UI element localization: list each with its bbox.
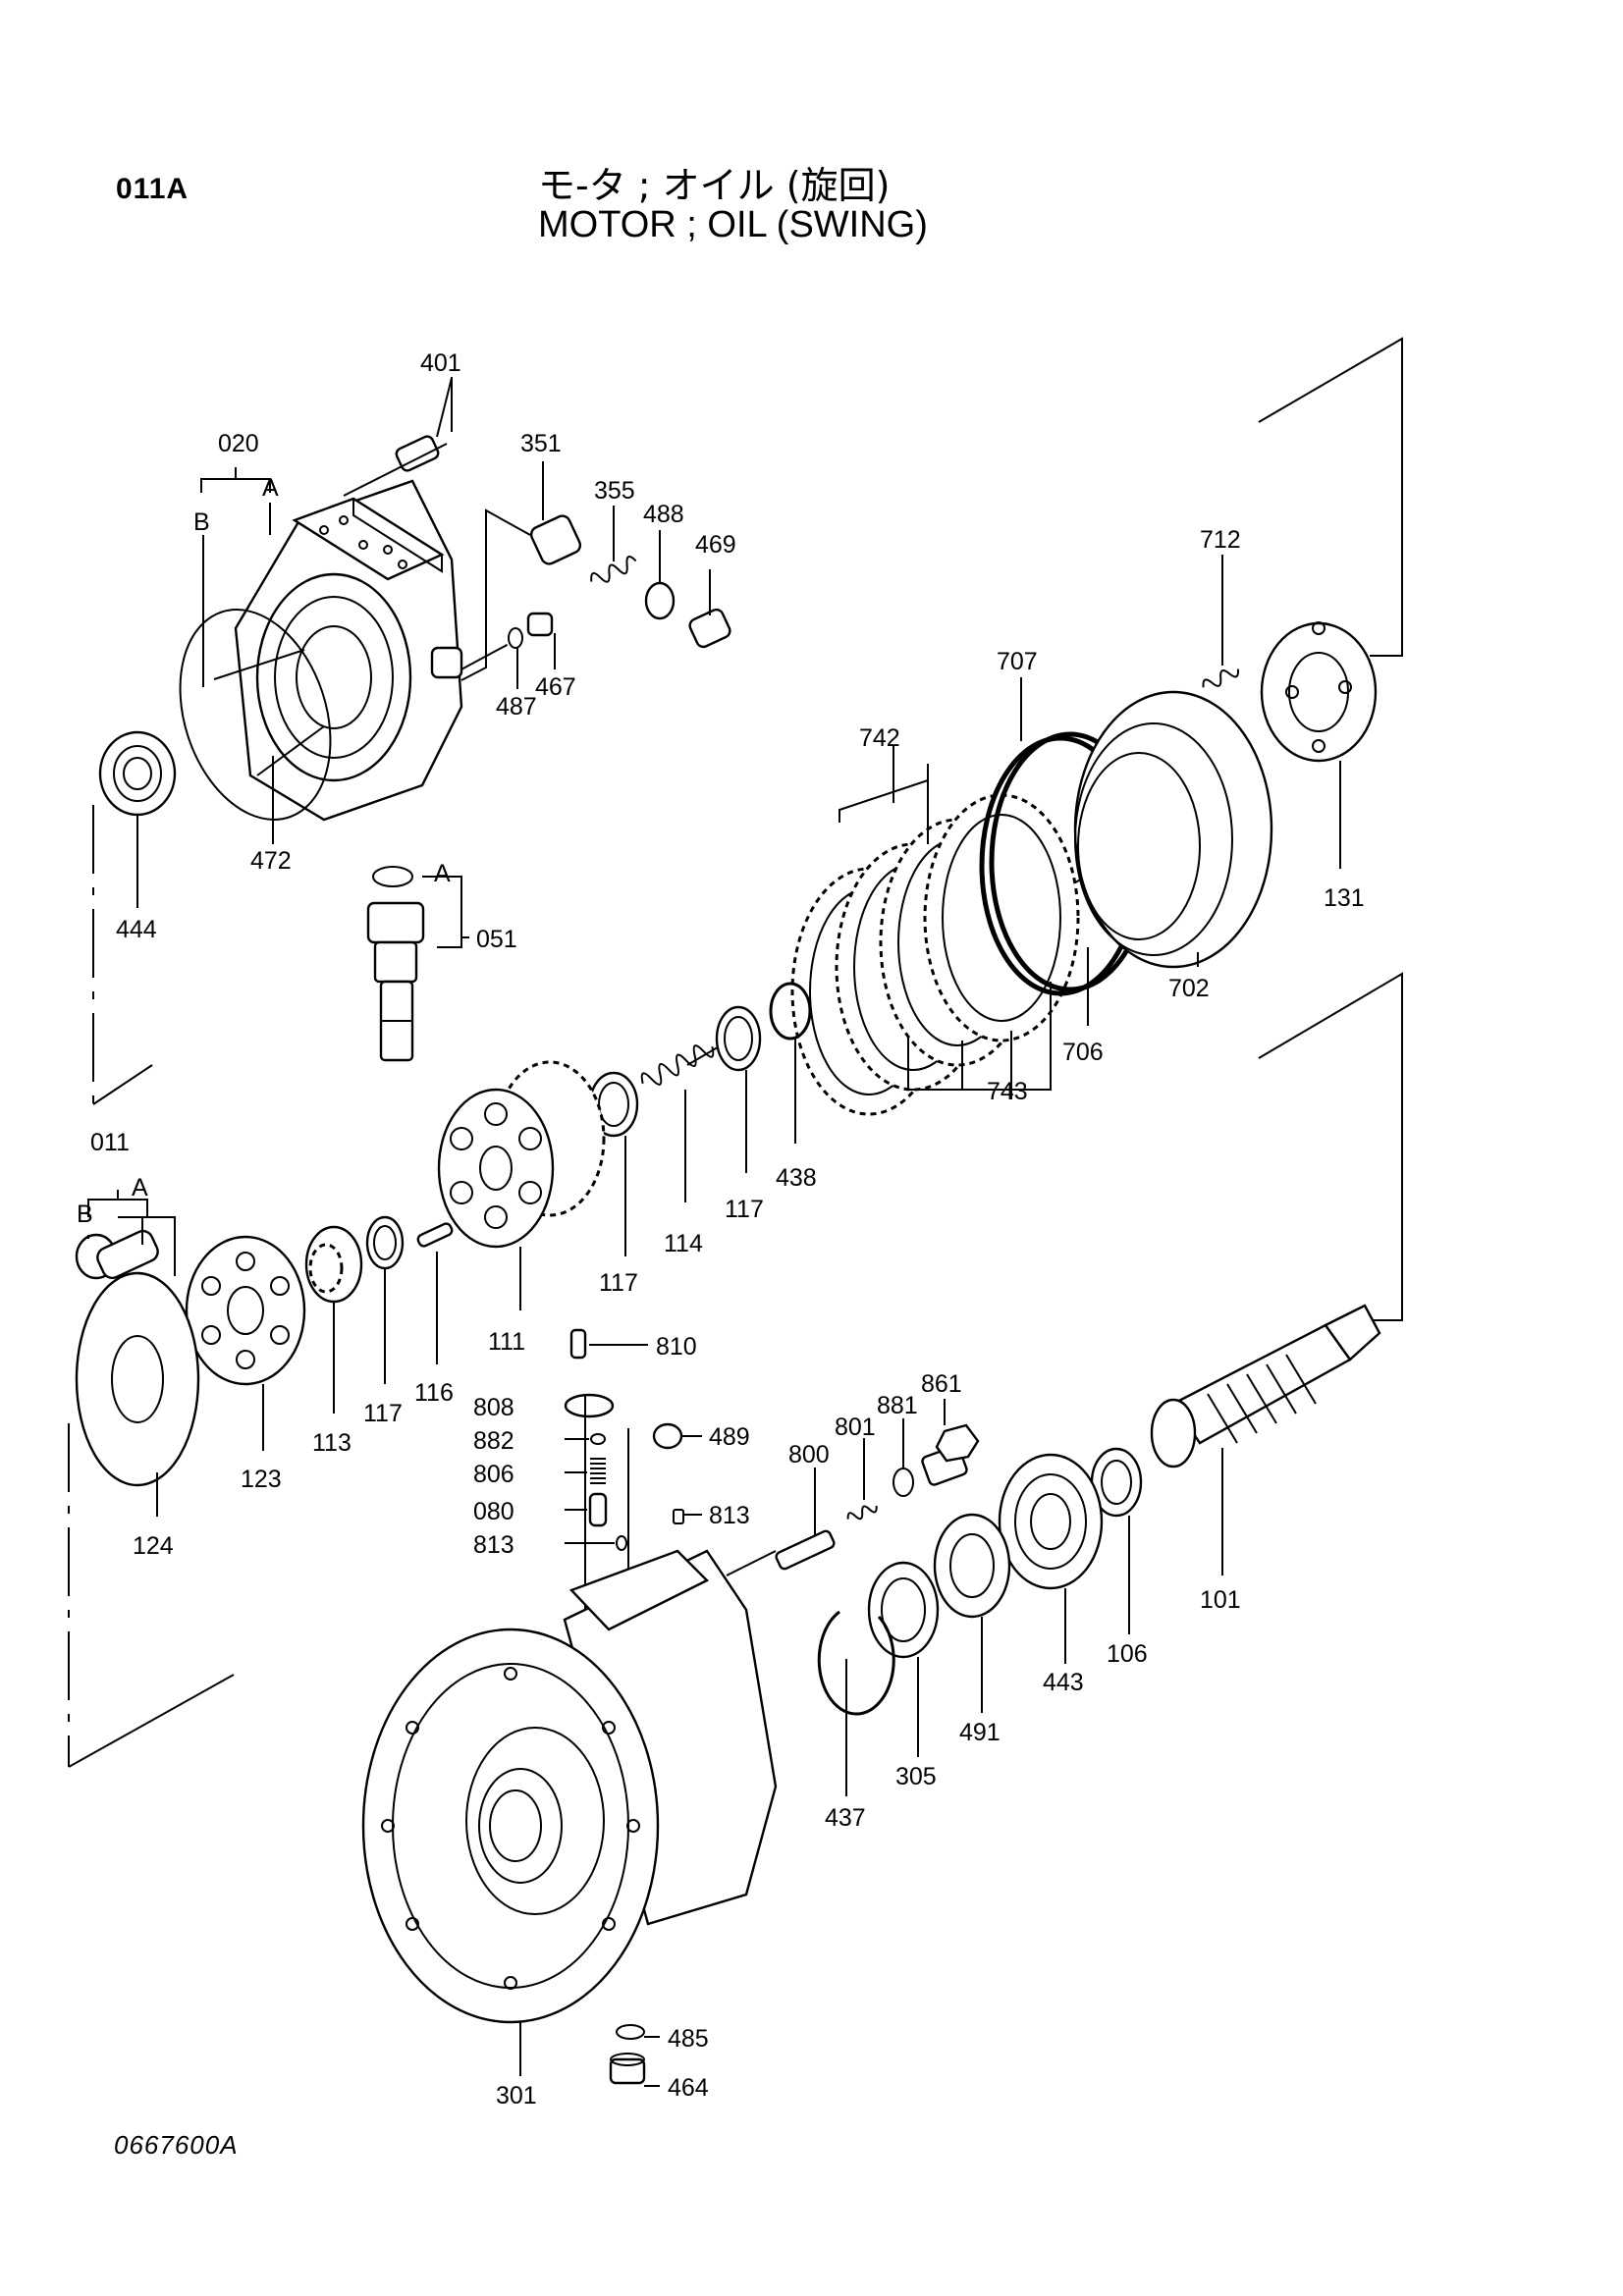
label-111: 111 <box>488 1328 525 1356</box>
shoe-plate-124 <box>75 1271 200 1487</box>
label-a-051: A <box>434 860 451 887</box>
label-b-011: B <box>77 1201 93 1228</box>
label-438: 438 <box>776 1164 817 1192</box>
label-131: 131 <box>1324 884 1365 912</box>
motor-housing-301 <box>361 1549 778 2085</box>
label-742: 742 <box>859 724 900 752</box>
title-japanese: モ-タ ; オイル (旋回) <box>538 164 891 207</box>
label-487: 487 <box>496 693 537 721</box>
label-712: 712 <box>1200 526 1241 554</box>
label-355: 355 <box>594 477 635 505</box>
drive-shaft-101 <box>1150 1304 1381 1468</box>
label-489: 489 <box>709 1423 750 1451</box>
label-123: 123 <box>241 1466 282 1493</box>
label-011: 011 <box>90 1129 130 1156</box>
valve-casing-020 <box>179 479 463 822</box>
callout-labels: 401 020 A B 351 355 488 469 467 487 712 … <box>77 349 1365 2109</box>
label-743: 743 <box>987 1078 1028 1105</box>
label-113: 113 <box>312 1429 352 1457</box>
title-english: MOTOR ; OIL (SWING) <box>538 204 928 245</box>
label-485: 485 <box>668 2025 709 2053</box>
label-464: 464 <box>668 2074 709 2102</box>
label-469: 469 <box>695 531 736 559</box>
label-702: 702 <box>1168 975 1210 1002</box>
label-305: 305 <box>895 1763 937 1790</box>
brake-piston-702 <box>1073 690 1273 969</box>
label-472: 472 <box>250 847 292 875</box>
label-116: 116 <box>414 1379 454 1407</box>
label-808: 808 <box>473 1394 514 1421</box>
label-401: 401 <box>420 349 461 377</box>
check-valve-parts <box>460 508 731 681</box>
label-443: 443 <box>1043 1669 1084 1696</box>
label-b-020: B <box>193 508 210 536</box>
label-707: 707 <box>997 648 1038 675</box>
bolt-401 <box>343 377 453 497</box>
relief-plug-parts <box>775 1423 980 1571</box>
group-code: 011A <box>116 173 189 205</box>
label-106: 106 <box>1107 1640 1148 1668</box>
label-351: 351 <box>520 430 562 457</box>
label-881: 881 <box>877 1392 918 1419</box>
label-020: 020 <box>218 430 259 457</box>
label-813-right: 813 <box>709 1502 750 1529</box>
retainer-plate-123 <box>185 1235 306 1386</box>
label-806: 806 <box>473 1461 514 1488</box>
label-861: 861 <box>921 1370 962 1398</box>
label-080: 080 <box>473 1498 514 1525</box>
valve-plate-131 <box>1202 621 1378 763</box>
label-813-left: 813 <box>473 1531 514 1559</box>
label-124: 124 <box>133 1532 174 1560</box>
drawing-reference: 0667600A <box>114 2130 239 2160</box>
label-810: 810 <box>656 1333 697 1361</box>
bearing-stack <box>817 1447 1143 1716</box>
relief-valve-051 <box>366 866 425 1062</box>
retainer-parts <box>304 1215 454 1304</box>
label-882: 882 <box>473 1427 514 1455</box>
label-467: 467 <box>535 673 576 701</box>
label-117-c: 117 <box>363 1400 403 1427</box>
label-437: 437 <box>825 1804 866 1832</box>
label-444: 444 <box>116 916 157 943</box>
center-spring-parts <box>588 982 812 1138</box>
cylinder-block-111 <box>437 1060 606 1249</box>
label-101: 101 <box>1200 1586 1241 1614</box>
label-488: 488 <box>643 501 684 528</box>
label-706: 706 <box>1062 1039 1104 1066</box>
label-114: 114 <box>664 1230 703 1257</box>
leader-lines <box>87 377 1341 2087</box>
label-801: 801 <box>835 1414 876 1441</box>
label-117-b: 117 <box>725 1196 764 1223</box>
label-491: 491 <box>959 1719 1001 1746</box>
label-a-020: A <box>262 474 279 502</box>
label-800: 800 <box>788 1441 830 1468</box>
label-051: 051 <box>476 926 517 953</box>
label-117-a: 117 <box>599 1269 638 1297</box>
label-a-011: A <box>132 1174 148 1201</box>
label-301: 301 <box>496 2082 537 2109</box>
bearing-444 <box>98 730 177 817</box>
